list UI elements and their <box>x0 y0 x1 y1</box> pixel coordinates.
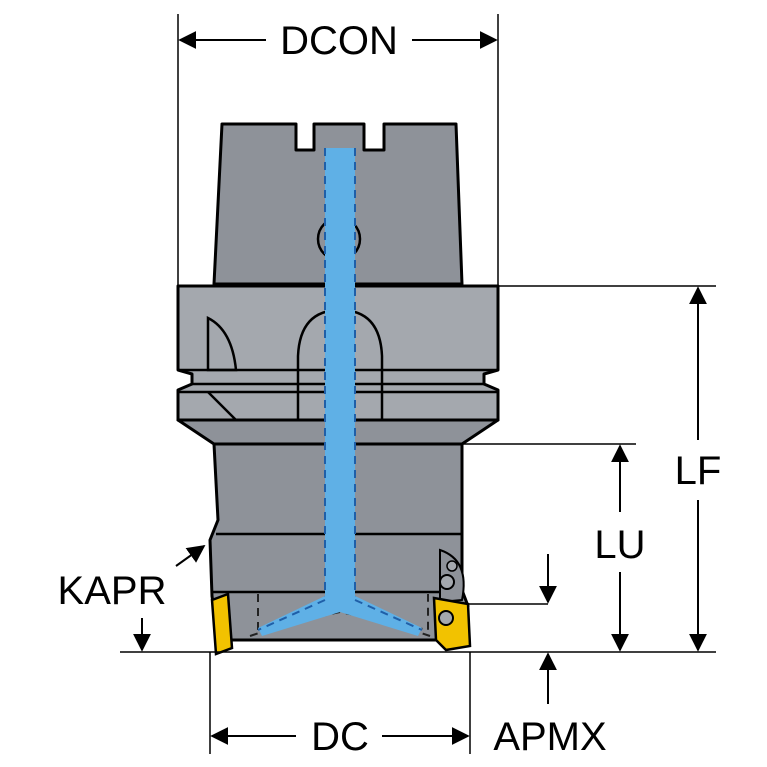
right-insert <box>432 596 472 652</box>
lf-label: LF <box>675 449 722 493</box>
kapr-arrow <box>175 544 206 567</box>
apmx-label: APMX <box>493 715 606 759</box>
kapr-label: KAPR <box>58 569 167 613</box>
tool-body <box>176 122 500 642</box>
dcon-label: DCON <box>280 19 398 63</box>
key-slot <box>206 315 238 372</box>
insert-screw <box>438 610 454 626</box>
dimensions: DCON LF LU APMX DC KAPR <box>58 14 722 759</box>
lu-label: LU <box>594 523 645 567</box>
left-insert <box>210 592 234 656</box>
coolant-channel <box>257 148 423 636</box>
dc-label: DC <box>311 715 369 759</box>
